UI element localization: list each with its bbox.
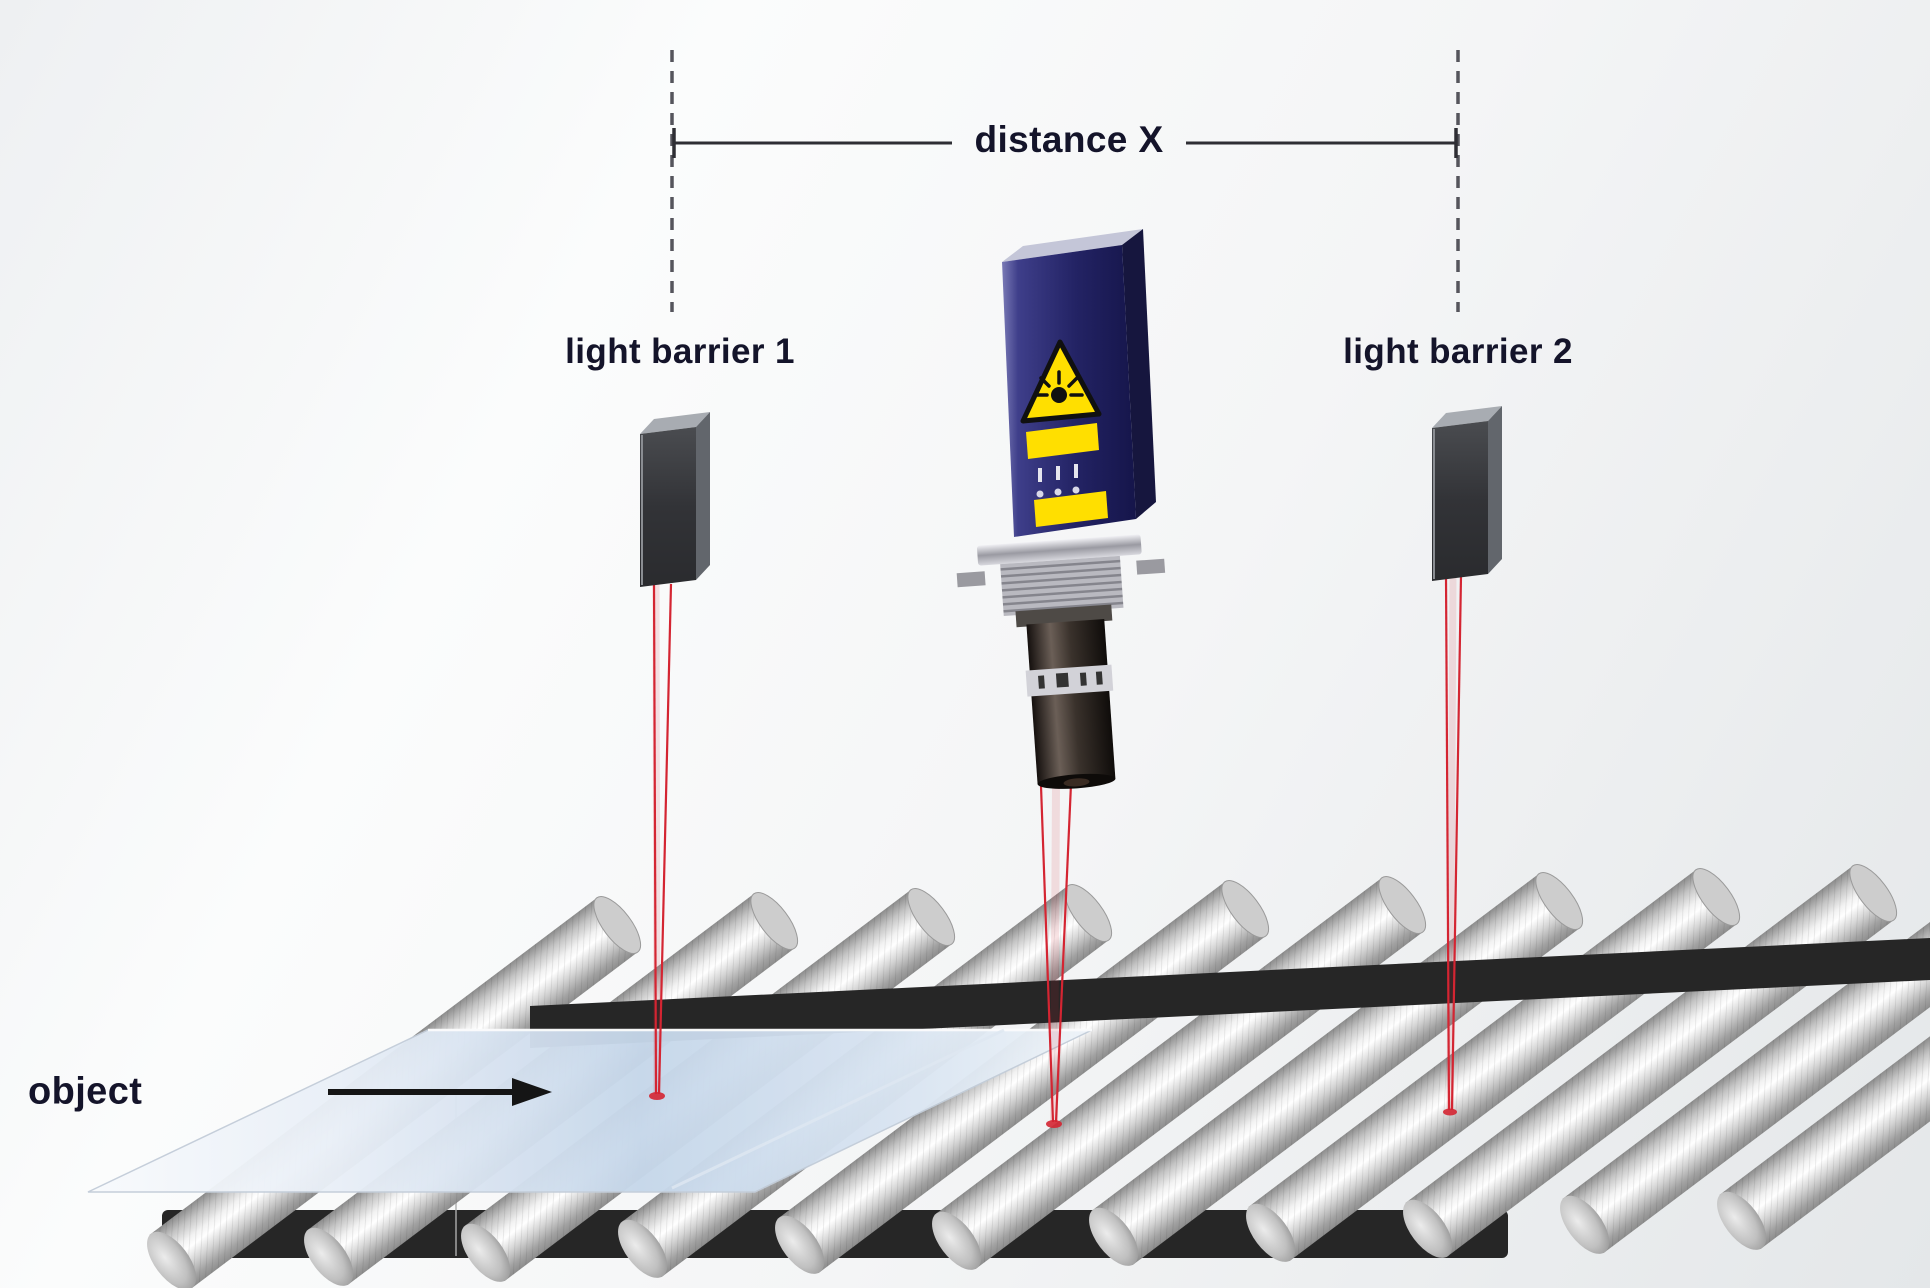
label-object: object [28, 1070, 143, 1113]
light-barrier-2-device [1432, 406, 1502, 581]
barrier1-side-face [696, 412, 710, 580]
laser-spot-1 [649, 1092, 665, 1100]
barrier1-top-face [640, 412, 710, 434]
light-barrier-1-device [640, 412, 710, 587]
label-light-barrier-1: light barrier 1 [565, 332, 795, 371]
laser-sensor-device [956, 229, 1166, 789]
laser-warning-icon [1020, 339, 1102, 424]
sensor-mount-and-lens [956, 534, 1166, 789]
sensor-mount-flange [977, 534, 1142, 566]
object-sheet [87, 1028, 1093, 1193]
laser-spot-2 [1443, 1108, 1457, 1116]
sensor-mount-screw-left [956, 571, 986, 588]
dimension-annotation [670, 50, 1460, 312]
laser-beam-sensor [1039, 783, 1073, 1128]
barrier2-front-face [1432, 421, 1488, 581]
sensor-top-face [1002, 229, 1143, 262]
conveyor [137, 848, 1930, 1288]
sensor-label-band-upper [1026, 423, 1099, 459]
sensor-barrel-scale-ticks [1038, 671, 1103, 689]
sensor-label-band-lower [1034, 491, 1108, 527]
label-distance-x: distance X [974, 119, 1164, 160]
label-light-barrier-2: light barrier 2 [1343, 332, 1573, 371]
sensor-threaded-collar [1000, 555, 1124, 617]
sensor-indicator-marks [1036, 464, 1080, 498]
sensor-lens-barrel [1026, 619, 1116, 785]
sensor-barrel-scale-band [1025, 664, 1114, 697]
laser-beam-barrier-2 [1443, 575, 1463, 1116]
barrier2-side-face [1488, 406, 1502, 574]
sensor-side-face [1122, 229, 1156, 519]
object-fold-line [671, 1028, 1005, 1190]
sensor-mount-screw-right [1136, 558, 1166, 575]
laser-spot-sensor [1046, 1120, 1062, 1128]
barrier1-front-face [640, 427, 696, 587]
motion-arrow-icon [328, 1078, 552, 1106]
barrier2-top-face [1432, 406, 1502, 428]
laser-beam-barrier-1 [649, 583, 673, 1100]
laser-beams [649, 575, 1463, 1128]
motion-arrow-head [512, 1078, 552, 1106]
conveyor-back-rail [530, 938, 1930, 1048]
sensor-aperture [1063, 778, 1090, 787]
